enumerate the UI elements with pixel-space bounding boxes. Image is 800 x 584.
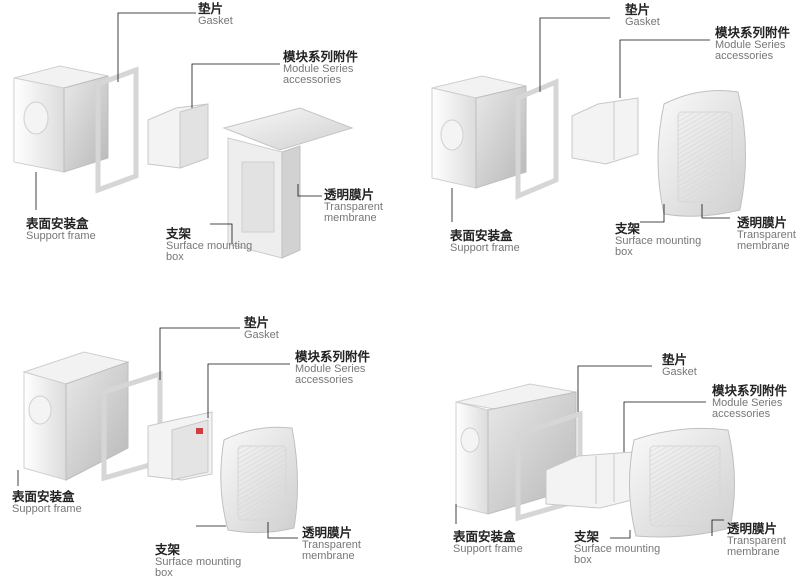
p4-membrane-zh: 透明膜片 — [727, 521, 778, 536]
p4-module-label: 模块系列附件 Module Series accessories — [712, 384, 787, 421]
p1-support-zh: 表面安装盒 — [26, 216, 89, 231]
p2-surface-en: Surface mounting — [615, 234, 702, 247]
p1-membrane-label: 透明膜片 Transparent membrane — [324, 188, 383, 225]
p1-module-en: Module Series — [283, 62, 354, 75]
p1-surface-zh: 支架 — [166, 226, 192, 241]
p3-membrane-label: 透明膜片 Transparent membrane — [302, 526, 361, 563]
p3-membrane-en: Transparent — [302, 538, 361, 551]
panel-2-artwork — [431, 17, 747, 223]
p1-surface-en2: box — [166, 251, 184, 264]
p3-gasket-zh: 垫片 — [244, 315, 270, 330]
p4-support-label: 表面安装盒 Support frame — [453, 530, 523, 555]
p4-support-en: Support frame — [453, 542, 523, 555]
p3-gasket-label: 垫片 Gasket — [244, 316, 279, 341]
p2-gasket-zh: 垫片 — [625, 2, 651, 17]
p4-surface-label: 支架 Surface mounting box — [574, 530, 660, 567]
p3-module-en: Module Series — [295, 362, 366, 375]
p4-membrane-en2: membrane — [727, 546, 780, 559]
p2-surface-zh: 支架 — [615, 221, 641, 236]
p3-surface-zh: 支架 — [155, 542, 181, 557]
panel-1-artwork — [13, 12, 354, 259]
p3-membrane-zh: 透明膜片 — [302, 525, 353, 540]
p1-gasket-zh: 垫片 — [198, 1, 224, 16]
panel-4-artwork — [455, 365, 735, 539]
p2-membrane-en2: membrane — [737, 240, 790, 253]
p2-surface-label: 支架 Surface mounting box — [615, 222, 701, 259]
p2-gasket-label: 垫片 Gasket — [625, 3, 660, 28]
p4-module-en2: accessories — [712, 408, 771, 421]
p1-gasket-label: 垫片 Gasket — [198, 2, 233, 27]
p2-module-zh: 模块系列附件 — [715, 25, 791, 40]
p3-module-en2: accessories — [295, 374, 354, 387]
p2-membrane-label: 透明膜片 Transparent membrane — [737, 216, 796, 253]
p4-gasket-label: 垫片 Gasket — [662, 353, 697, 378]
p1-support-label: 表面安装盒 Support frame — [26, 217, 96, 242]
p3-module-label: 模块系列附件 Module Series accessories — [295, 350, 370, 387]
p2-support-en: Support frame — [450, 241, 520, 254]
p2-module-en: Module Series — [715, 38, 786, 51]
panel-3-artwork — [17, 327, 299, 539]
p2-support-zh: 表面安装盒 — [450, 228, 513, 243]
p3-support-label: 表面安装盒 Support frame — [12, 490, 82, 515]
p3-surface-en: Surface mounting — [155, 555, 242, 568]
p2-module-label: 模块系列附件 Module Series accessories — [715, 26, 790, 63]
p3-support-zh: 表面安装盒 — [12, 489, 75, 504]
p1-gasket-en: Gasket — [198, 14, 233, 27]
p2-support-label: 表面安装盒 Support frame — [450, 229, 520, 254]
p3-surface-label: 支架 Surface mounting box — [155, 543, 241, 580]
p4-surface-en: Surface mounting — [574, 542, 661, 555]
p3-gasket-en: Gasket — [244, 328, 279, 341]
p4-surface-zh: 支架 — [574, 529, 600, 544]
p2-membrane-zh: 透明膜片 — [737, 215, 788, 230]
p1-surface-label: 支架 Surface mounting box — [166, 227, 252, 264]
p1-membrane-en: Transparent — [324, 200, 383, 213]
p2-membrane-en: Transparent — [737, 228, 796, 241]
p1-module-zh: 模块系列附件 — [283, 49, 359, 64]
p1-membrane-zh: 透明膜片 — [324, 187, 375, 202]
p4-module-en: Module Series — [712, 396, 783, 409]
p3-support-en: Support frame — [12, 502, 82, 515]
p1-surface-en: Surface mounting — [166, 239, 253, 252]
p4-gasket-en: Gasket — [662, 365, 697, 378]
p4-surface-en2: box — [574, 554, 592, 567]
p4-support-zh: 表面安装盒 — [453, 529, 516, 544]
p3-module-zh: 模块系列附件 — [295, 349, 371, 364]
p3-surface-en2: box — [155, 567, 173, 580]
p1-support-en: Support frame — [26, 229, 96, 242]
p1-membrane-en2: membrane — [324, 212, 377, 225]
p2-gasket-en: Gasket — [625, 15, 660, 28]
p4-module-zh: 模块系列附件 — [712, 383, 788, 398]
p1-module-label: 模块系列附件 Module Series accessories — [283, 50, 358, 87]
p1-module-en2: accessories — [283, 74, 342, 87]
p4-membrane-en: Transparent — [727, 534, 786, 547]
p2-surface-en2: box — [615, 246, 633, 259]
p4-membrane-label: 透明膜片 Transparent membrane — [727, 522, 786, 559]
p2-module-en2: accessories — [715, 50, 774, 63]
p4-gasket-zh: 垫片 — [662, 352, 688, 367]
p3-membrane-en2: membrane — [302, 550, 355, 563]
